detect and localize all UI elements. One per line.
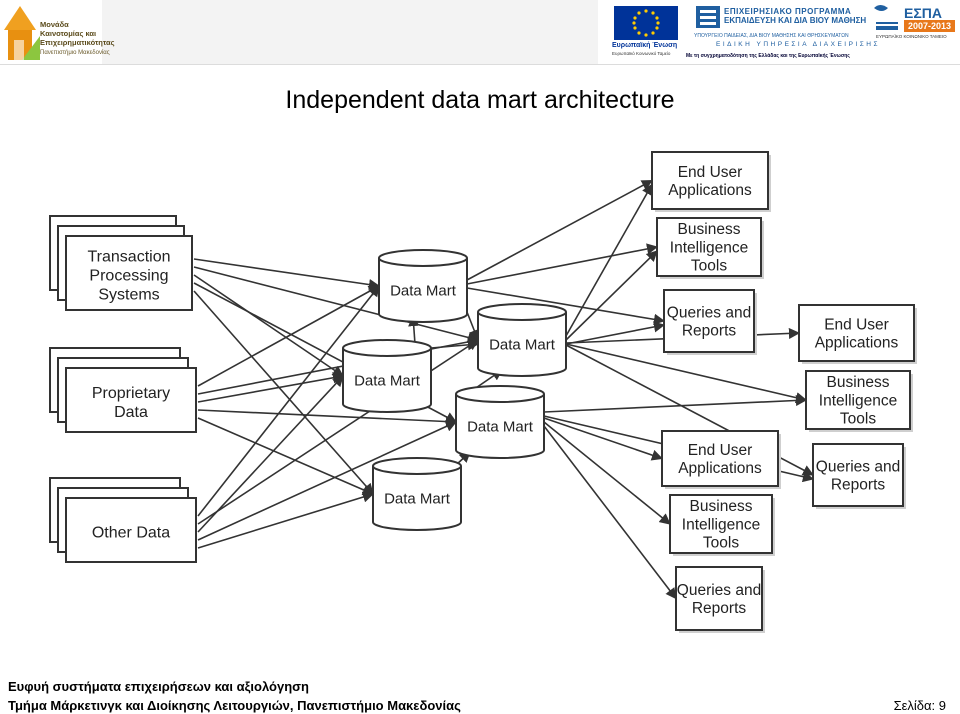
logo-sub: Πανεπιστήμιο Μακεδονίας [40, 50, 110, 56]
program-title-2: ΕΚΠΑΙΔΕΥΣΗ ΚΑΙ ΔΙΑ ΒΙΟΥ ΜΑΘΗΣΗ [724, 16, 867, 25]
source-page [65, 235, 193, 311]
arrows-layer [193, 179, 815, 600]
mart-to-app-arrow [466, 287, 666, 325]
espa-years: 2007-2013 [904, 20, 956, 32]
special-service-text: ΕΙΔΙΚΗ ΥΠΗΡΕΣΙΑ ΔΙΑΧΕΙΡΙΣΗΣ [716, 41, 880, 48]
source-to-mart-arrow [197, 372, 345, 403]
data-mart-label: Data Mart [467, 418, 534, 435]
source-to-mart-arrow [197, 417, 375, 496]
cofund-text: Με τη συγχρηματοδότηση της Ελλάδας και τ… [686, 53, 850, 59]
espa-sub: ΕΥΡΩΠΑΪΚΟ ΚΟΙΝΩΝΙΚΟ ΤΑΜΕΙΟ [876, 34, 947, 39]
data-mart-cylinder: Data Mart [455, 385, 545, 459]
program-title-1: ΕΠΙΧΕΙΡΗΣΙΑΚΟ ΠΡΟΓΡΑΜΜΑ [724, 7, 852, 16]
mart-to-app-arrow [565, 321, 666, 345]
source-to-mart-arrow [197, 491, 375, 549]
source-to-mart-arrow [193, 258, 381, 291]
house-logo-icon [0, 0, 102, 64]
mart-to-app-arrow [543, 417, 664, 461]
footer-course-title: Ευφυή συστήματα επιχειρήσεων και αξιολόγ… [8, 679, 309, 694]
mart-to-app-arrow [543, 421, 671, 525]
mart-to-app-arrow [565, 343, 808, 404]
footer-page-number: Σελίδα: 9 [893, 698, 946, 713]
ministry-text: ΥΠΟΥΡΓΕΙΟ ΠΑΙΔΕΙΑΣ, ΔΙΑ ΒΙΟΥ ΜΑΘΗΣΗΣ ΚΑΙ… [694, 33, 849, 39]
data-mart-cylinder: Data Mart [477, 303, 567, 377]
source-to-mart-arrow [193, 266, 480, 343]
data-mart-cylinder: Data Mart [378, 249, 468, 323]
data-mart-cylinder: Data Mart [342, 339, 432, 413]
mart-to-app-arrow [466, 243, 659, 285]
header-banner: Μονάδα Καινοτομίας και Επιχειρηματικότητ… [0, 0, 960, 65]
mart-link-arrow [430, 339, 480, 351]
source-to-mart-arrow [197, 375, 344, 533]
source-to-mart-arrow [197, 285, 380, 517]
logo-line-1: Μονάδα [40, 20, 69, 29]
mart-to-app-arrow [543, 394, 808, 413]
data-mart-label: Data Mart [384, 490, 451, 507]
source-to-mart-arrow [197, 285, 380, 387]
logo-left-text: Μονάδα Καινοτομίας και Επιχειρηματικότητ… [40, 20, 115, 58]
program-logos: Ευρωπαϊκή Ένωση Ευρωπαϊκό Κοινωνικό Ταμε… [598, 0, 960, 64]
source-to-mart-arrow [193, 274, 344, 377]
source-page [65, 497, 197, 563]
mart-to-app-arrow [565, 250, 658, 341]
page-title: Independent data mart architecture [285, 86, 675, 114]
logo-line-3: Επιχειρηματικότητας [40, 38, 115, 47]
logo-line-2: Καινοτομίας και [40, 29, 97, 38]
innovation-unit-logo: Μονάδα Καινοτομίας και Επιχειρηματικότητ… [0, 0, 115, 64]
source-page [65, 367, 197, 433]
mart-to-app-arrow [565, 183, 653, 337]
source-stack: Other Data [49, 477, 197, 563]
data-mart-label: Data Mart [489, 336, 556, 353]
source-to-mart-arrow [193, 290, 374, 495]
data-mart-label: Data Mart [354, 372, 421, 389]
source-to-mart-arrow [197, 421, 458, 541]
espa-logo-text: ΕΣΠΑ [904, 5, 942, 21]
espa-bird-icon [874, 5, 888, 11]
eu-sub: Ευρωπαϊκό Κοινωνικό Ταμείο [612, 51, 671, 56]
source-label: Other Data [92, 525, 170, 542]
source-to-mart-arrow [197, 409, 458, 428]
footer-department: Τμήμα Μάρκετινγκ και Διοίκησης Λειτουργι… [8, 698, 461, 713]
data-mart-cylinder: Data Mart [372, 457, 462, 531]
mart-to-app-arrow [543, 425, 677, 600]
mart-to-app-arrow [466, 179, 653, 281]
program-logo-graphics [614, 5, 898, 40]
data-mart-label: Data Mart [390, 282, 457, 299]
mart-link-arrow [466, 311, 480, 342]
eu-label: Ευρωπαϊκή Ένωση [612, 42, 678, 49]
